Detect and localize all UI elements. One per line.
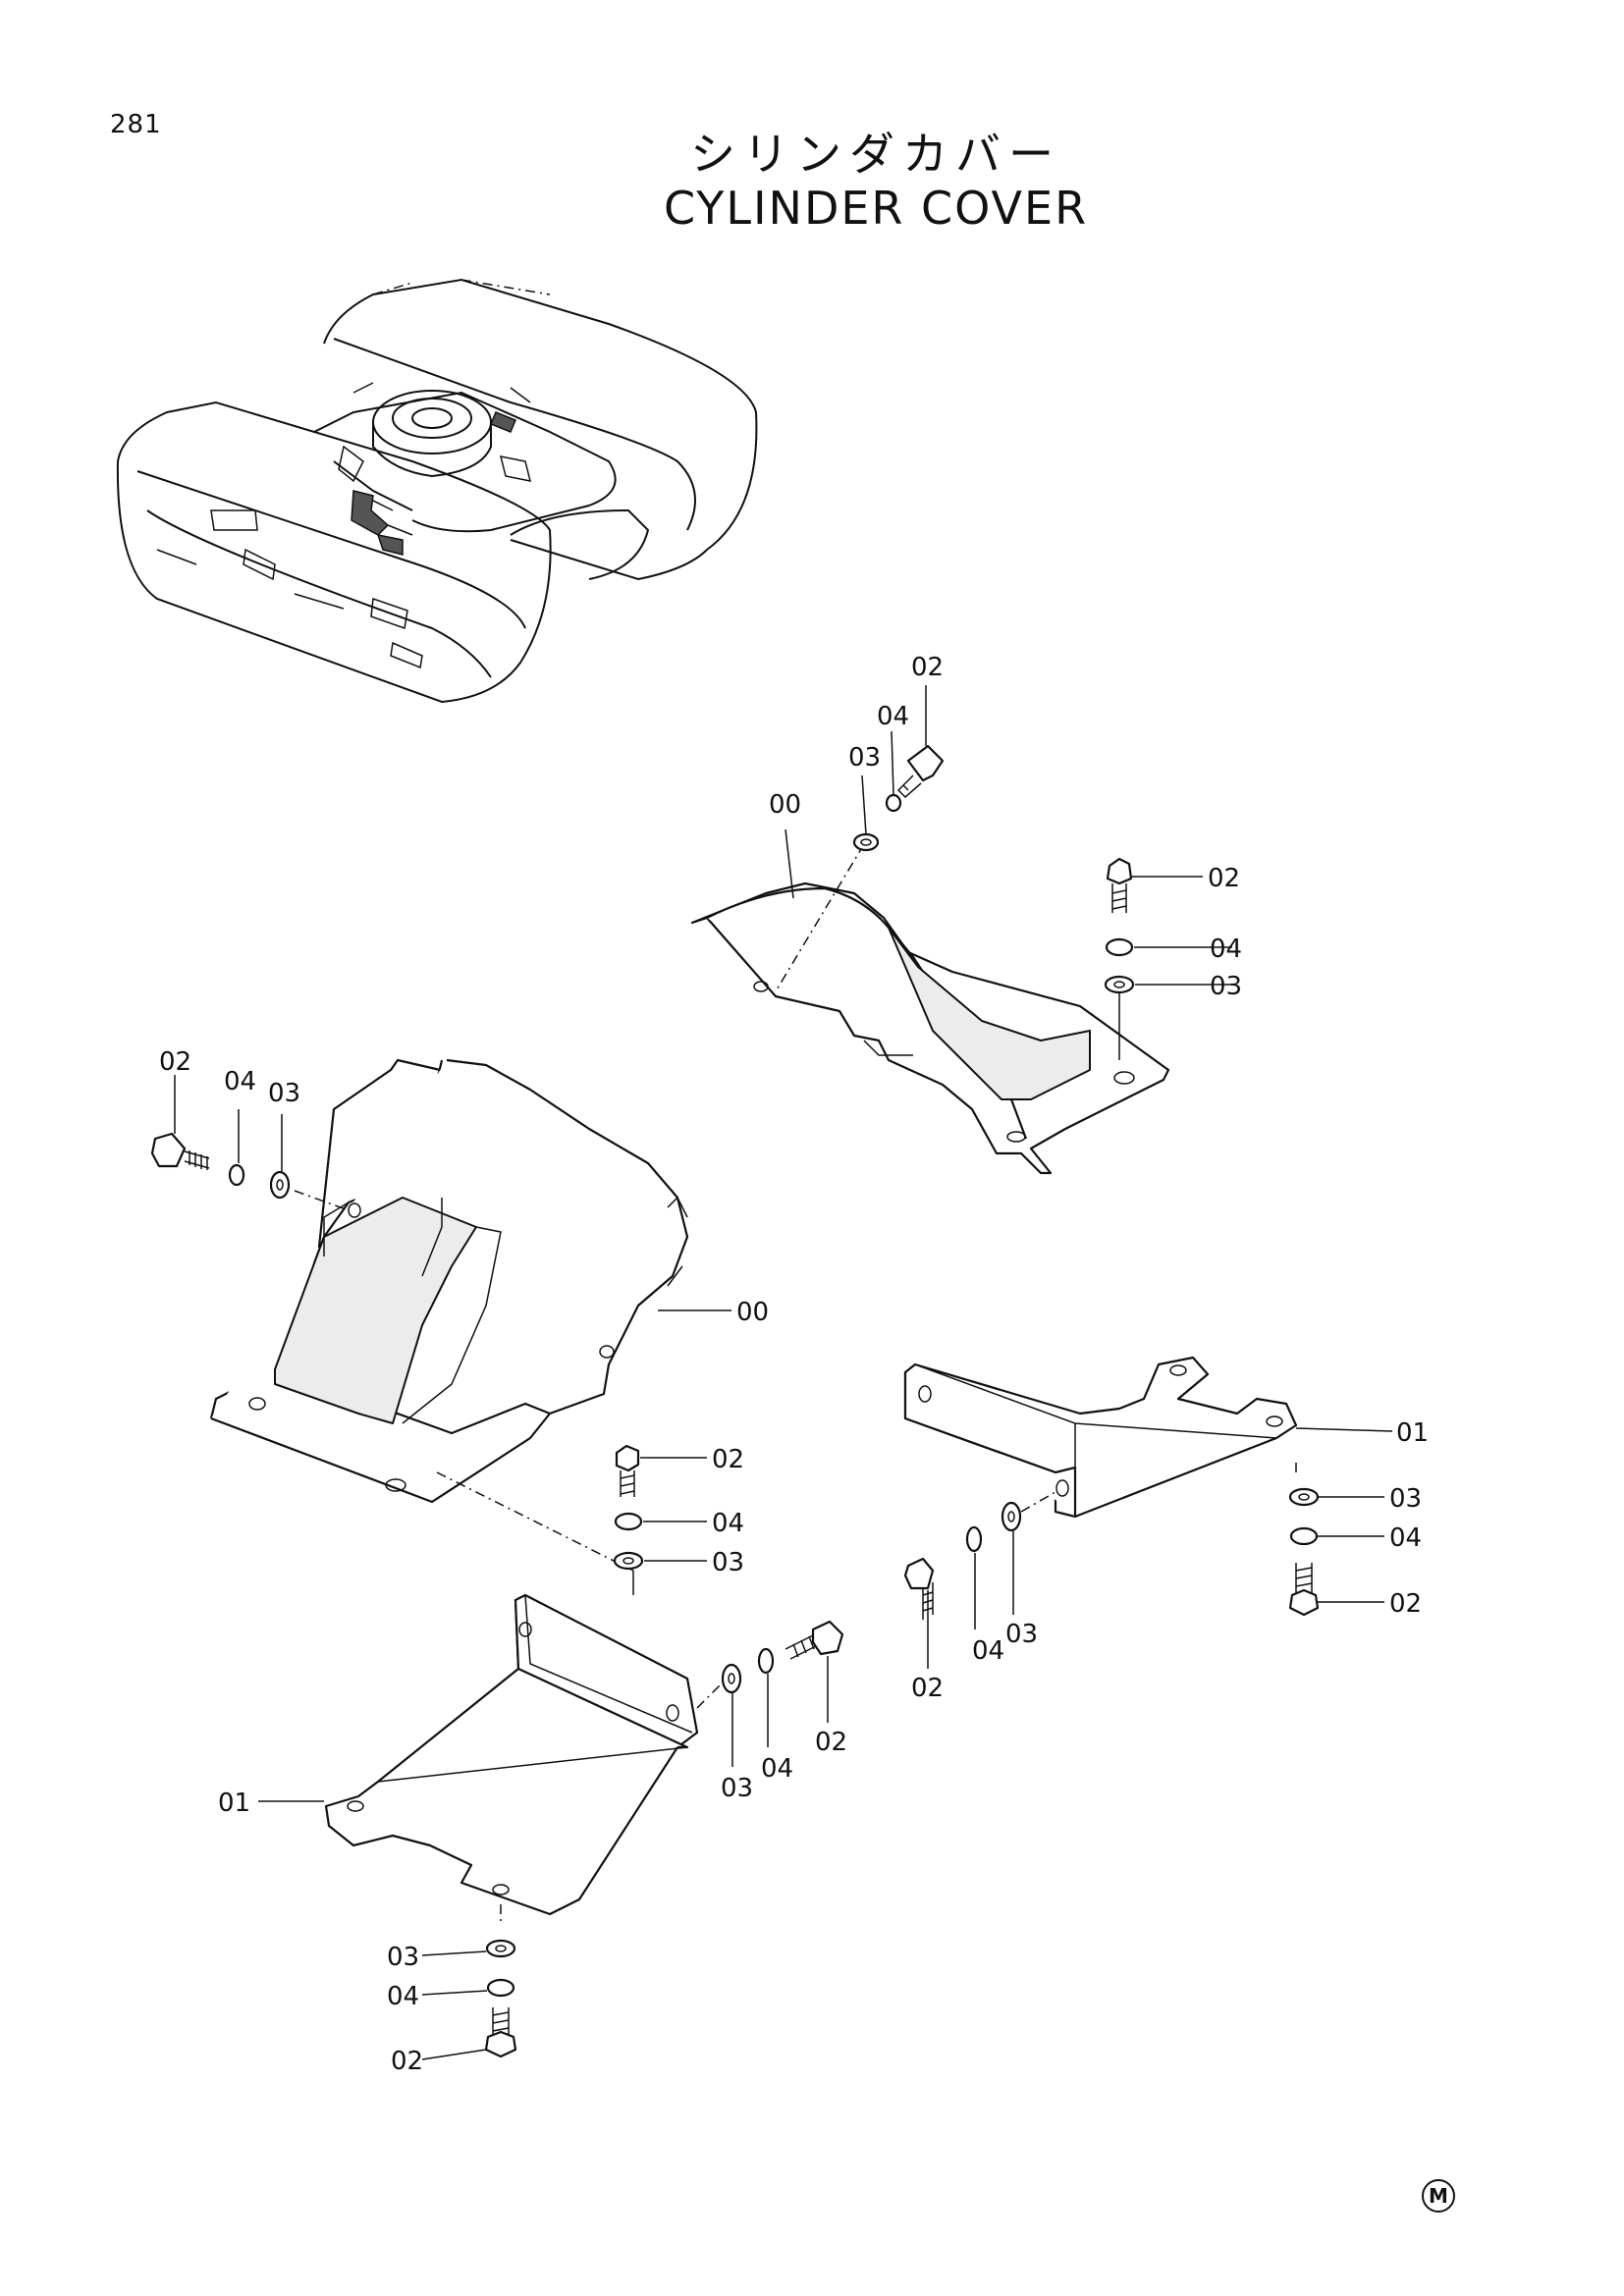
callout-h03: 03: [387, 1943, 419, 1972]
title-english: CYLINDER COVER: [663, 182, 1089, 235]
callout-e04: 04: [1389, 1523, 1422, 1553]
callout-g04: 04: [761, 1754, 793, 1784]
callout-c02: 02: [159, 1047, 191, 1077]
undercarriage-overview-illustration: [116, 278, 758, 704]
callout-f04: 04: [972, 1636, 1004, 1666]
cylinder-cover-upper-right: [690, 744, 1170, 1175]
callout-e02: 02: [1389, 1589, 1422, 1619]
callout-a00: 00: [769, 790, 801, 820]
callout-a04: 04: [877, 702, 909, 731]
callout-labels: 00 02 03 04 02 04 03 02 04 03 00 02 04 0…: [159, 653, 1429, 2076]
bracket-right: [903, 1356, 1320, 1620]
callout-h04: 04: [387, 1982, 419, 2011]
callout-b04: 04: [1210, 934, 1242, 964]
callout-f03: 03: [1005, 1620, 1038, 1649]
cylinder-cover-left: [150, 1058, 689, 1595]
title-japanese: シリンダカバー: [690, 128, 1061, 181]
callout-e03: 03: [1389, 1484, 1422, 1514]
leader-lines: [174, 685, 1393, 2060]
callout-d03: 03: [712, 1548, 744, 1577]
callout-g03: 03: [721, 1774, 753, 1803]
callout-d02: 02: [712, 1445, 744, 1474]
callout-b02: 02: [1208, 864, 1240, 893]
page-number: 281: [110, 110, 162, 139]
callout-c00: 00: [736, 1298, 769, 1327]
callout-d04: 04: [712, 1509, 744, 1538]
callout-c04: 04: [224, 1067, 256, 1096]
callout-h01: 01: [218, 1789, 250, 1818]
callout-h02: 02: [391, 2047, 423, 2076]
callout-c03: 03: [268, 1079, 300, 1108]
callout-b03: 03: [1210, 972, 1242, 1001]
callout-e01: 01: [1396, 1418, 1429, 1448]
title-block: シリンダカバー CYLINDER COVER: [0, 128, 1624, 236]
callout-f02: 02: [911, 1674, 944, 1703]
bracket-lower-left: [324, 1593, 844, 2058]
callout-a03: 03: [848, 743, 881, 773]
callout-g02: 02: [815, 1728, 847, 1757]
trademark-mark: M: [1422, 2179, 1455, 2213]
callout-a02: 02: [911, 653, 944, 682]
